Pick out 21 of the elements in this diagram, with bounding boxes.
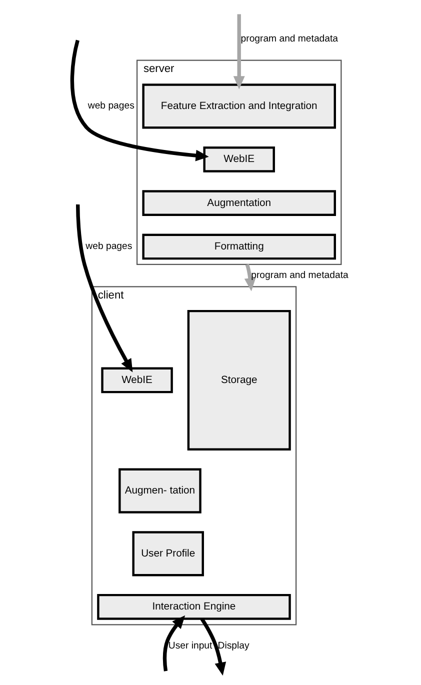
edge-label: program and metadata [240,33,338,44]
edge-label: program and metadata [250,270,348,282]
node-box: WebIE [100,367,172,394]
edge-label: web pages [85,241,132,252]
arrow [76,204,132,372]
arrow [70,40,208,162]
node-box: Storage [186,310,290,450]
node-box: Augmen- tation [118,468,201,514]
node-box: Feature Extraction and Integration [142,84,336,129]
node-box: Augmentation [142,190,336,216]
node-box: WebIE [202,146,274,172]
edge-label: web pages [87,100,134,112]
arrow [200,618,226,676]
arrow [244,264,256,292]
edge-label: User input [168,640,212,652]
node-box: Formatting [142,234,336,260]
node-box: Interaction Engine [96,594,290,620]
node-box: User Profile [132,531,204,576]
arrow [162,615,185,672]
arrow [232,14,244,90]
edge-label: Display [217,640,249,652]
